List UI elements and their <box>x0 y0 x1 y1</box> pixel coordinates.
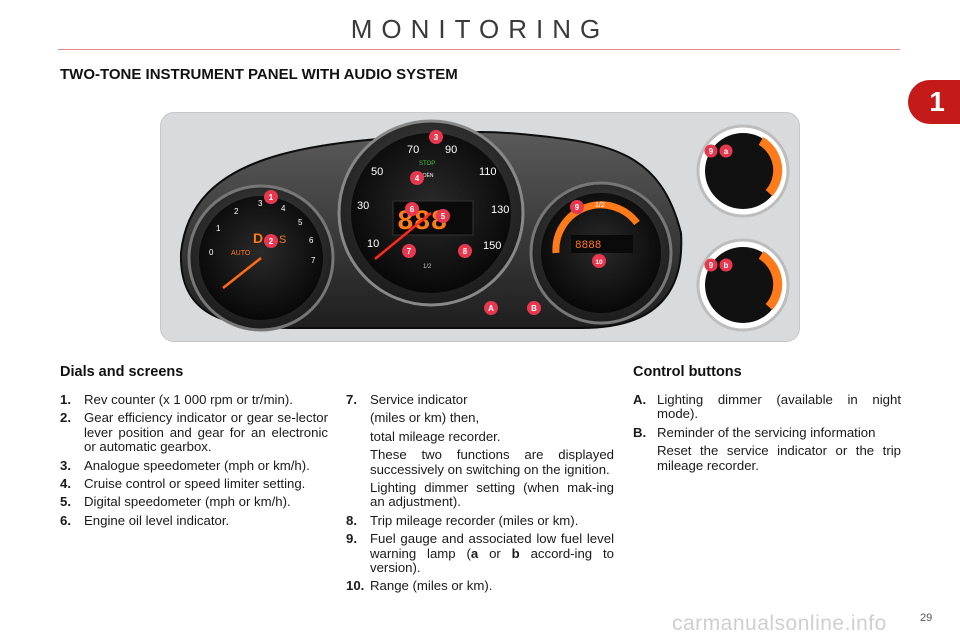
callout-8 <box>458 244 472 258</box>
svg-text:7: 7 <box>407 247 412 256</box>
speed-tick-50: 50 <box>371 166 383 178</box>
svg-text:10: 10 <box>595 259 603 266</box>
svg-text:1: 1 <box>269 193 274 202</box>
list-item: 2.Gear efficiency indicator or gear se-l… <box>60 410 328 455</box>
list-item: 1.Rev counter (x 1 000 rpm or tr/min). <box>60 392 293 407</box>
inset-callout-9b-letter <box>719 258 733 272</box>
speed-tick-90: 90 <box>445 144 457 156</box>
callout-b <box>527 301 541 315</box>
inset-callout-9a-number <box>704 144 718 158</box>
dials-list: 1.Rev counter (x 1 000 rpm or tr/min). 2… <box>60 392 328 532</box>
rev-tick-1: 1 <box>216 224 221 233</box>
svg-text:A: A <box>488 304 494 313</box>
list-item: 4.Cruise control or speed limiter settin… <box>60 476 306 492</box>
svg-text:3: 3 <box>434 133 439 142</box>
section-heading: TWO-TONE INSTRUMENT PANEL WITH AUDIO SYS… <box>60 66 458 83</box>
chapter-tab[interactable]: 1 <box>908 80 960 124</box>
rev-tick-7: 7 <box>311 256 316 265</box>
page-number: 29 <box>920 612 933 624</box>
stop-indicator: STOP <box>419 161 435 167</box>
list-item: B. Reminder of the servicing information… <box>633 424 901 473</box>
watermark: carmanualsonline.info <box>672 612 887 635</box>
rev-tick-6: 6 <box>309 236 314 245</box>
list-item: 5.Digital speedometer (mph or km/h). <box>60 494 291 510</box>
list-item: A.Lighting dimmer (available in night mo… <box>633 392 901 422</box>
page-title: MONITORING <box>350 14 610 44</box>
svg-text:B: B <box>531 304 537 313</box>
speed-tick-150: 150 <box>483 240 501 252</box>
callout-2 <box>264 234 278 248</box>
fuel-half-label: 1/2 <box>595 202 605 209</box>
callout-5 <box>436 209 450 223</box>
svg-text:9: 9 <box>709 261 714 270</box>
dials-heading: Dials and screens <box>60 364 184 380</box>
speed-tick-10: 10 <box>367 238 379 250</box>
svg-text:8: 8 <box>463 247 468 256</box>
list-item: 10.Range (miles or km). <box>346 578 493 594</box>
instrument-panel-figure: 0 1 2 3 4 5 6 7 D S AUTO 70 90 50 110 30… <box>160 112 800 342</box>
svg-text:2: 2 <box>269 237 274 246</box>
range-screen <box>571 235 633 253</box>
rev-tick-4: 4 <box>281 204 286 213</box>
svg-text:8888: 8888 <box>575 240 601 252</box>
svg-text:a: a <box>724 147 729 156</box>
gear-letter-d: D <box>253 230 263 246</box>
callout-6 <box>405 202 419 216</box>
inset-callout-9a-letter <box>719 144 733 158</box>
list-item: 7. Service indicator (miles or km) then,… <box>346 392 614 510</box>
fuel-level-arc <box>552 201 640 254</box>
callout-7 <box>402 244 416 258</box>
svg-text:6: 6 <box>410 205 415 214</box>
callout-9 <box>570 200 584 214</box>
speed-needle <box>374 212 432 260</box>
rev-tick-3: 3 <box>258 199 263 208</box>
controls-heading: Control buttons <box>633 364 742 380</box>
instrument-panel-illustration: 0 1 2 3 4 5 6 7 D S AUTO 70 90 50 110 30… <box>179 119 790 332</box>
callout-4 <box>410 171 424 185</box>
service-label: 1/2 <box>423 264 432 270</box>
list-item: 9. Fuel gauge and associated low fuel le… <box>346 531 614 576</box>
inset-callout-9b-number <box>704 258 718 272</box>
svg-text:5: 5 <box>441 212 446 221</box>
speed-tick-30: 30 <box>357 200 369 212</box>
callout-10 <box>592 254 606 268</box>
svg-text:9: 9 <box>709 147 714 156</box>
rev-tick-2: 2 <box>234 207 239 216</box>
callout-a <box>484 301 498 315</box>
callout-3 <box>429 130 443 144</box>
list-item: 8.Trip mileage recorder (miles or km). <box>346 512 579 528</box>
list-item: 3.Analogue speedometer (mph or km/h). <box>60 457 310 473</box>
svg-text:9: 9 <box>575 203 580 212</box>
callout-1 <box>264 190 278 204</box>
controls-list: A.Lighting dimmer (available in night mo… <box>633 392 901 477</box>
dials-list-continued: 7. Service indicator (miles or km) then,… <box>346 392 614 598</box>
list-item: 6.Engine oil level indicator. <box>60 512 230 528</box>
gear-letter-s: S <box>279 234 286 246</box>
svg-text:b: b <box>724 261 729 270</box>
rev-tick-5: 5 <box>298 218 303 227</box>
speed-tick-110: 110 <box>479 166 497 178</box>
speed-tick-130: 130 <box>491 204 509 216</box>
svg-text:4: 4 <box>415 174 420 183</box>
rev-needle <box>222 257 262 289</box>
speed-tick-70: 70 <box>407 144 419 156</box>
rev-tick-0: 0 <box>209 248 214 257</box>
gear-auto-label: AUTO <box>231 250 251 257</box>
title-divider <box>58 49 900 50</box>
